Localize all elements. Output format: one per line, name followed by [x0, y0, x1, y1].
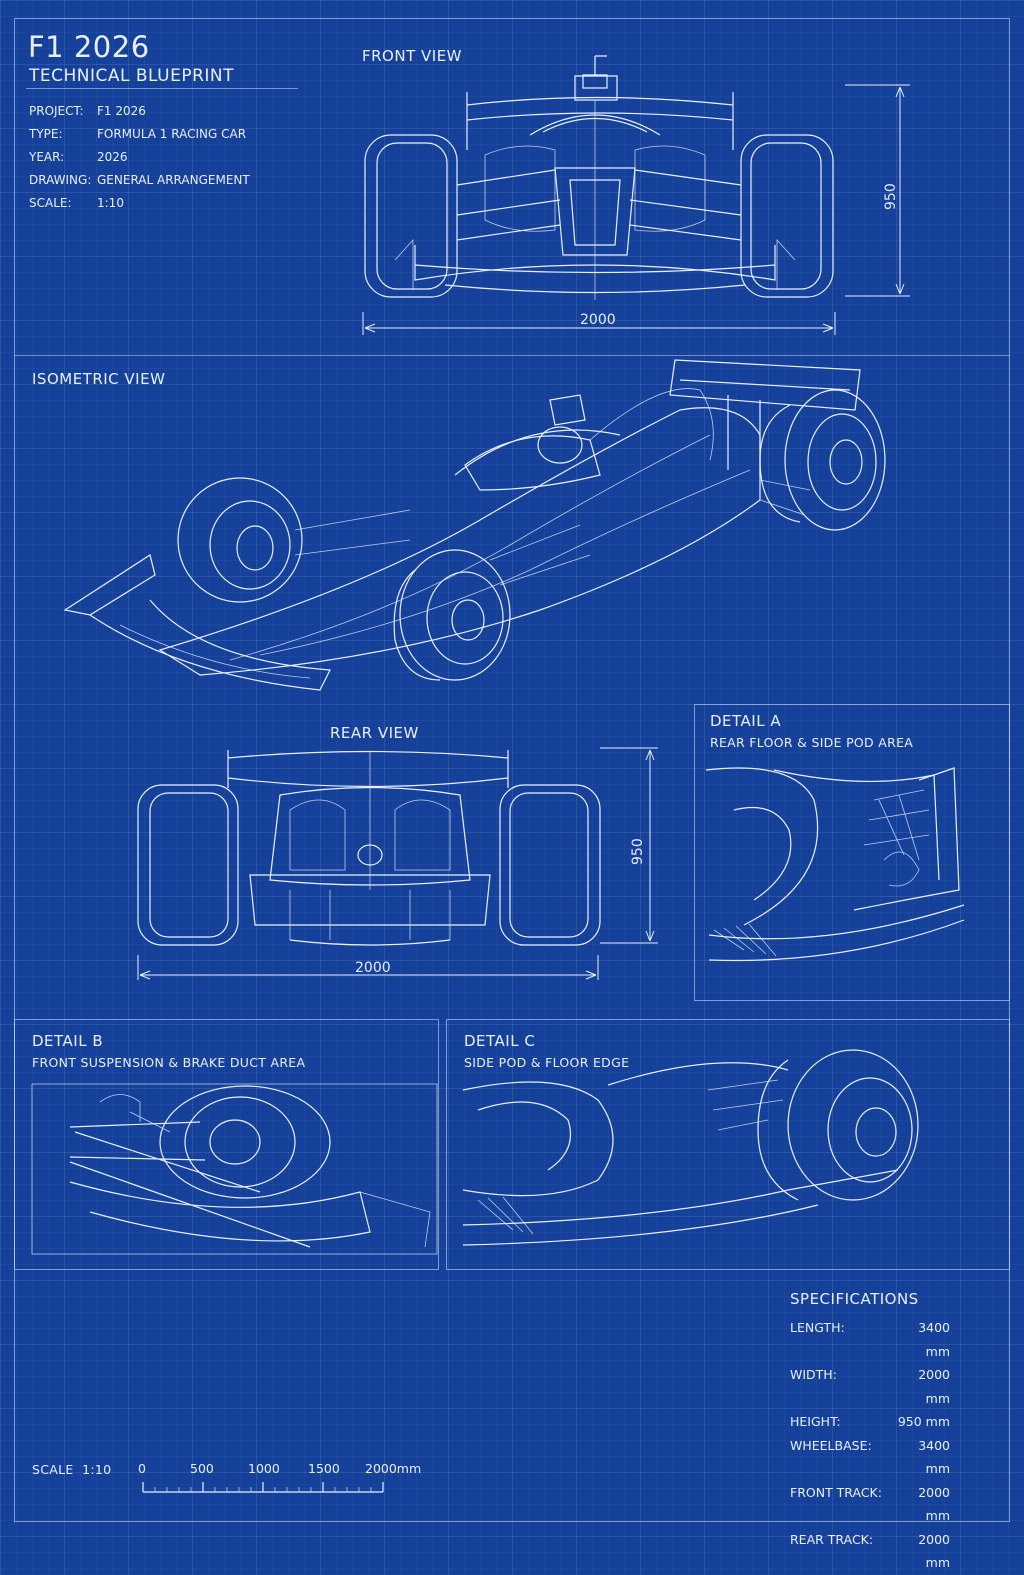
spec-key: WHEELBASE:: [790, 1437, 872, 1453]
info-value: GENERAL ARRANGEMENT: [97, 173, 250, 187]
spec-row: REAR TRACK: 2000 mm: [790, 1528, 950, 1575]
rear-view-drawing: 2000 950: [130, 740, 670, 990]
info-key: DRAWING:: [29, 173, 92, 187]
isometric-view-label: ISOMETRIC VIEW: [32, 370, 166, 388]
spec-row: HEIGHT: 950 mm: [790, 1410, 950, 1434]
rear-view-label: REAR VIEW: [330, 724, 419, 742]
info-key: SCALE:: [29, 196, 72, 210]
scale-tick-label: 2000mm: [365, 1461, 422, 1476]
rear-width-dimension: 2000: [355, 960, 391, 976]
scale-tick-label: 500: [190, 1461, 214, 1476]
spec-row: WHEELBASE: 3400 mm: [790, 1434, 950, 1481]
spec-row: FRONT TRACK: 2000 mm: [790, 1481, 950, 1528]
sheet-subtitle: TECHNICAL BLUEPRINT: [29, 66, 235, 86]
front-width-dimension: 2000: [580, 312, 616, 328]
detail-b-drawing: [30, 1082, 440, 1257]
detail-a-caption: REAR FLOOR & SIDE POD AREA: [710, 735, 914, 750]
scale-tick-label: 1000: [248, 1461, 280, 1476]
info-row: TYPE: FORMULA 1 RACING CAR: [29, 123, 250, 146]
info-block: PROJECT: F1 2026 TYPE: FORMULA 1 RACING CA…: [29, 100, 250, 215]
rear-height-dimension: 950: [630, 838, 646, 865]
info-key: YEAR:: [29, 150, 65, 164]
detail-a-drawing: [704, 760, 1000, 992]
front-view-label: FRONT VIEW: [362, 47, 463, 65]
specifications-heading: SPECIFICATIONS: [790, 1290, 919, 1308]
detail-b-frame: [14, 1019, 439, 1270]
scale-tick-label: 0: [138, 1461, 146, 1476]
detail-a-label: DETAIL A: [710, 712, 782, 730]
detail-b-caption: FRONT SUSPENSION & BRAKE DUCT AREA: [32, 1055, 306, 1070]
info-value: FORMULA 1 RACING CAR: [97, 127, 247, 141]
scale-label: SCALE 1:10: [32, 1462, 112, 1477]
spec-row: WIDTH: 2000 mm: [790, 1363, 950, 1410]
scale-bar-ruler: [140, 1478, 390, 1496]
info-row: DRAWING: GENERAL ARRANGEMENT: [29, 169, 250, 192]
spec-value: 2000 mm: [918, 1367, 950, 1406]
detail-c-label: DETAIL C: [464, 1032, 536, 1050]
front-view-drawing: 2000 950: [355, 40, 915, 340]
info-value: F1 2026: [97, 104, 146, 118]
info-key: PROJECT:: [29, 104, 84, 118]
detail-c-caption: SIDE POD & FLOOR EDGE: [464, 1055, 630, 1070]
spec-key: WIDTH:: [790, 1367, 837, 1382]
spec-row: LENGTH: 3400 mm: [790, 1316, 950, 1363]
spec-key: FRONT TRACK:: [790, 1484, 882, 1500]
spec-value: 950 mm: [897, 1414, 950, 1429]
info-row: YEAR: 2026: [29, 146, 250, 169]
isometric-view-drawing: [60, 340, 900, 700]
detail-a-frame: [694, 704, 1010, 1001]
spec-key: REAR TRACK:: [790, 1531, 874, 1547]
specifications-block: SPECIFICATIONS LENGTH: 3400 mm WIDTH: 2000…: [790, 1290, 950, 1575]
title-underline: [26, 88, 298, 89]
spec-value: 3400 mm: [918, 1320, 950, 1359]
sheet-title: F1 2026: [28, 30, 150, 64]
detail-c-drawing: [458, 1050, 1008, 1260]
spec-value: 3400 mm: [918, 1437, 950, 1477]
info-key: TYPE:: [29, 127, 63, 141]
info-row: PROJECT: F1 2026: [29, 100, 250, 123]
detail-b-label: DETAIL B: [32, 1032, 104, 1050]
info-value: 1:10: [97, 196, 124, 210]
spec-value: 2000 mm: [918, 1531, 950, 1571]
spec-key: HEIGHT:: [790, 1414, 841, 1429]
info-value: 2026: [97, 150, 128, 164]
scale-tick-label: 1500: [308, 1461, 340, 1476]
info-row: SCALE: 1:10: [29, 192, 250, 215]
divider-top: [14, 355, 1010, 356]
spec-key: LENGTH:: [790, 1320, 845, 1335]
detail-c-frame: [446, 1019, 1010, 1270]
spec-value: 2000 mm: [918, 1484, 950, 1524]
front-height-dimension: 950: [883, 183, 899, 210]
